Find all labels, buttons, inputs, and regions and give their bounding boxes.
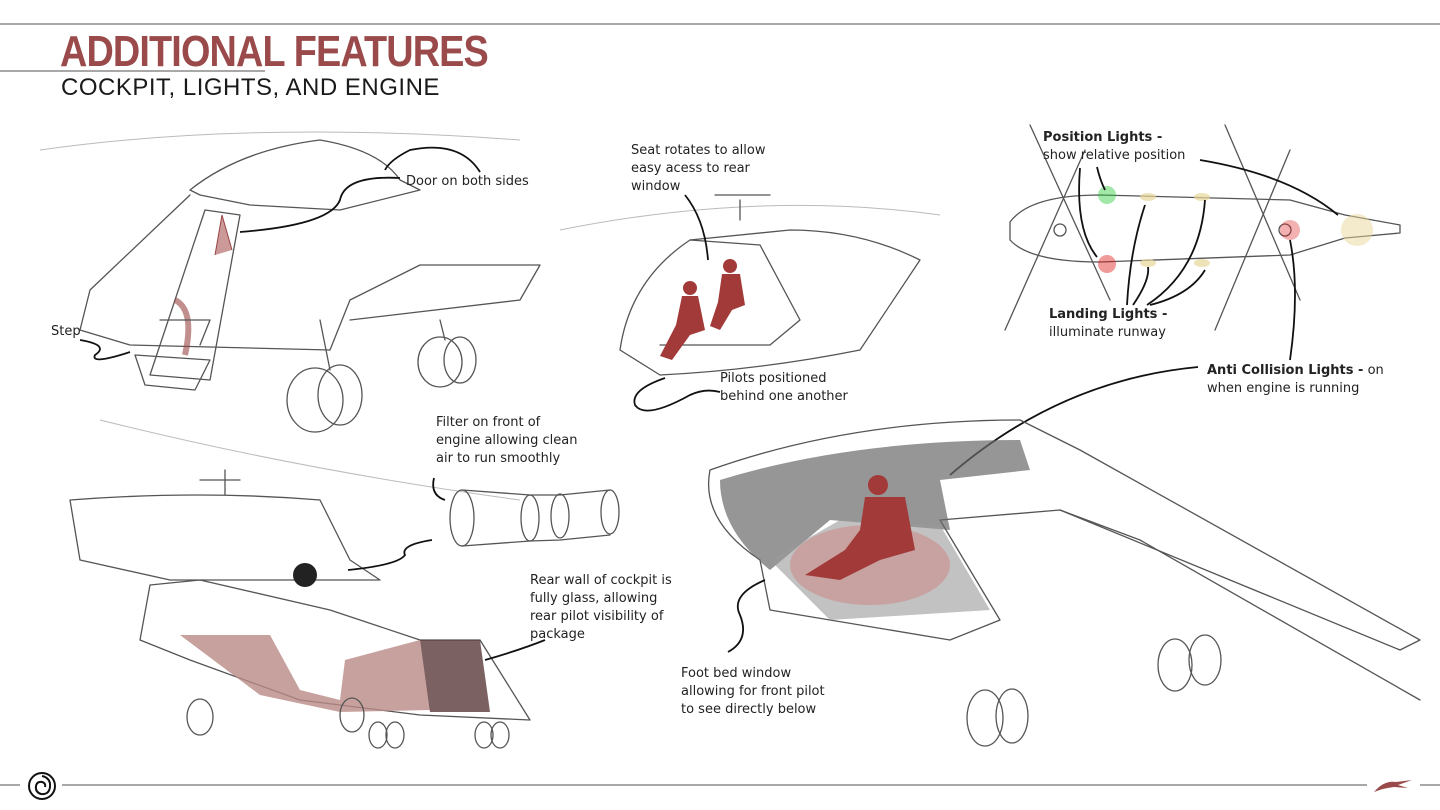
annotation-line: air to run smoothly [436, 451, 561, 466]
annotation-line: show relative position [1043, 148, 1186, 163]
cockpit-pilots-sketch [559, 194, 941, 412]
annotation-line: Seat rotates to allow [631, 143, 766, 158]
annotation-landing-lights: Landing Lights - illuminate runway [1049, 306, 1167, 342]
annotation-anti-collision: Anti Collision Lights - on when engine i… [1207, 362, 1384, 398]
annotation-line: Pilots positioned [720, 371, 827, 386]
page-subtitle: COCKPIT, LIGHTS, AND ENGINE [61, 74, 440, 101]
engine-filter-drawing [449, 489, 620, 547]
footer-divider [62, 784, 1367, 786]
annotation-position-lights: Position Lights - show relative position [1043, 129, 1185, 165]
title-underline [0, 70, 265, 72]
lights-top-view-sketch [949, 124, 1401, 476]
spiral-logo-icon [28, 772, 56, 800]
footer-divider-left [0, 784, 20, 786]
annotation-line: rear pilot visibility of [530, 609, 664, 624]
footer-divider-right [1420, 784, 1440, 786]
annotation-foot-bed: Foot bed window allowing for front pilot… [681, 665, 825, 719]
page-title: ADDITIONAL FEATURES [60, 27, 489, 76]
annotation-line: Foot bed window [681, 666, 792, 681]
annotation-line: easy acess to rear [631, 161, 750, 176]
annotation-title: Position Lights - [1043, 130, 1163, 145]
annotation-line: package [530, 627, 585, 642]
foot-bed-window-sketch [708, 419, 1421, 747]
annotation-title: Landing Lights - [1049, 307, 1168, 322]
annotation-line: on [1363, 363, 1384, 378]
annotation-line: when engine is running [1207, 381, 1360, 396]
bird-logo-icon [1374, 780, 1412, 792]
annotation-step: Step [51, 324, 81, 339]
annotation-filter: Filter on front of engine allowing clean… [436, 414, 577, 468]
annotation-door: Door on both sides [406, 174, 529, 189]
top-divider [0, 23, 1440, 25]
engine-rear-sketch [69, 419, 620, 749]
annotation-line: allowing for front pilot [681, 684, 825, 699]
annotation-title: Anti Collision Lights - [1207, 363, 1364, 378]
annotation-line: to see directly below [681, 702, 817, 717]
helicopter-door-sketch [39, 131, 541, 433]
annotation-line: illuminate runway [1049, 325, 1166, 340]
annotation-line: window [631, 179, 681, 194]
annotation-pilots: Pilots positioned behind one another [720, 370, 848, 406]
annotation-rear-wall: Rear wall of cockpit is fully glass, all… [530, 572, 672, 644]
annotation-seat-rotates: Seat rotates to allow easy acess to rear… [631, 142, 765, 196]
annotation-line: fully glass, allowing [530, 591, 658, 606]
annotation-line: Rear wall of cockpit is [530, 573, 672, 588]
annotation-line: behind one another [720, 389, 848, 404]
annotation-line: Filter on front of [436, 415, 541, 430]
annotation-line: engine allowing clean [436, 433, 578, 448]
